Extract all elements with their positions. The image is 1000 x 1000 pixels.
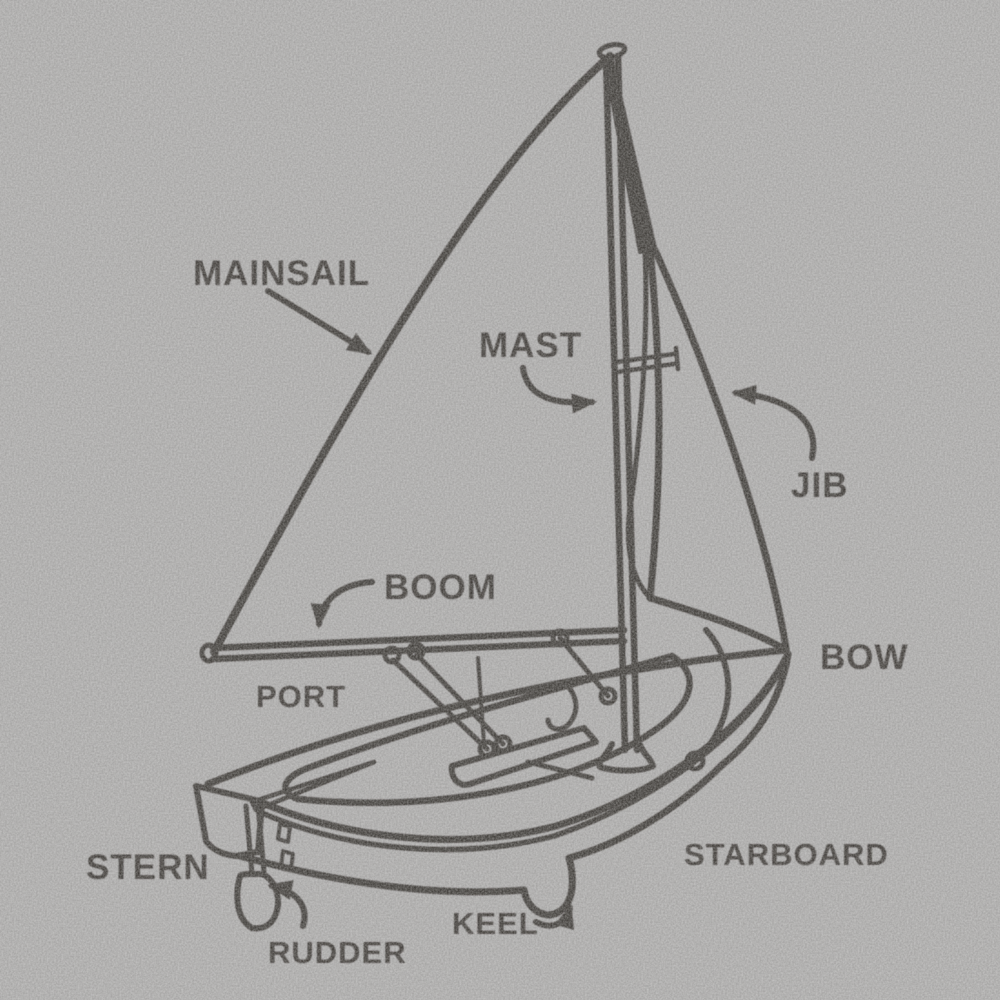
tshirt-print: MAINSAIL MAST JIB BOOM BOW PORT STERN RU… [0,0,1000,1000]
sailboat-diagram: MAINSAIL MAST JIB BOOM BOW PORT STERN RU… [0,0,1000,1000]
fabric-texture-dark [0,0,1000,1000]
